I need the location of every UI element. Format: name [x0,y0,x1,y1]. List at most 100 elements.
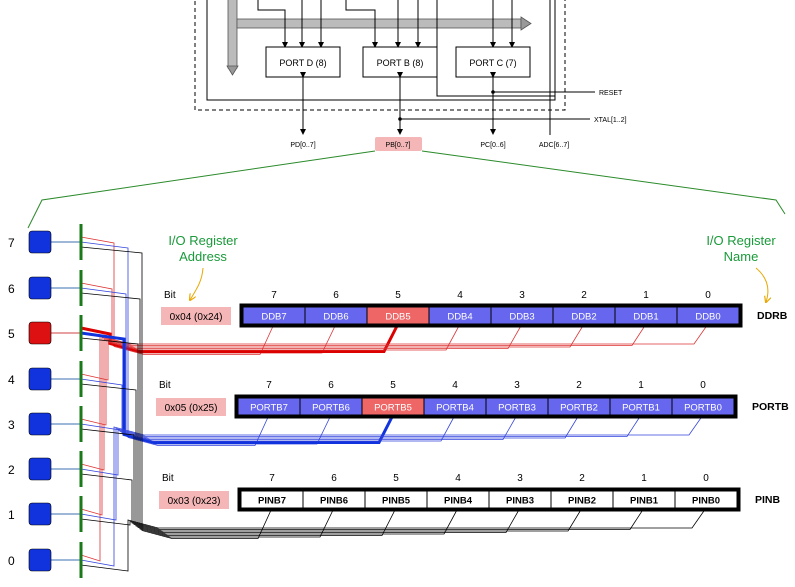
bit-number-portb-0: 0 [700,380,706,391]
register-cell-label-ddb1: DDB1 [633,312,658,323]
register-cell-label-ddb4: DDB4 [447,312,472,323]
bit-number-ddrb-6: 6 [333,290,339,301]
port-c-box-label: PORT C (7) [469,58,516,68]
pin-number-3: 3 [8,418,15,432]
pin-number-0: 0 [8,554,15,568]
address-portb: 0x05 (0x25) [165,403,218,414]
bit-number-ddrb-4: 4 [457,290,463,301]
io-name-annotation-2: Name [724,249,759,264]
register-cell-label-ddb3: DDB3 [509,312,534,323]
pb-pins-highlight [375,137,422,151]
address-pinb: 0x03 (0x23) [168,496,221,507]
pin-4-indicator [28,367,52,391]
address-box-pinb [159,491,229,509]
io-address-annotation-2: Address [179,249,227,264]
port-d-box-label: PORT D (8) [279,58,326,68]
wire-pinb-bit7 [80,246,273,539]
pin-7-indicator [28,230,52,254]
bit-number-ddrb-7: 7 [271,290,277,301]
bit-number-ddrb-0: 0 [705,290,711,301]
bit-number-pinb-2: 2 [579,473,585,484]
register-annotations: I/O Register Address I/O Register Name [168,233,776,302]
register-name-ddrb: DDRB [757,310,788,322]
bit-number-portb-1: 1 [638,380,644,391]
mcu-block-diagram: PORT D (8) PORT B (8) PORT C (7) RESET X… [194,0,627,151]
wire-ddrb-bit7 [80,236,275,355]
bit-number-pinb-5: 5 [393,473,399,484]
bit-wiring [80,236,709,572]
register-cell-portb0 [671,397,735,416]
bit-number-ddrb-3: 3 [519,290,525,301]
register-cell-label-pinb1: PINB1 [630,496,659,507]
pin-number-2: 2 [8,463,15,477]
pin-3-indicator [28,412,52,436]
bit-number-ddrb-2: 2 [581,290,587,301]
pin-number-1: 1 [8,508,15,522]
pin-number-6: 6 [8,282,15,296]
bit-number-ddrb-5: 5 [395,290,401,301]
wire-portb-bit0 [80,414,704,567]
register-cell-label-portb5: PORTB5 [374,403,412,414]
address-annotation-arrow [190,267,204,300]
address-box-ddrb [161,307,231,325]
bit-number-portb-5: 5 [390,380,396,391]
register-cell-label-pinb2: PINB2 [568,496,596,507]
register-cell-label-ddb6: DDB6 [323,312,348,323]
xtal-label: XTAL[1..2] [594,117,627,124]
pin-5-indicator [28,321,52,345]
pin-1-indicator [28,502,52,526]
bit-number-portb-4: 4 [452,380,458,391]
register-cell-label-portb6: PORTB6 [312,403,350,414]
address-ddrb: 0x04 (0x24) [170,312,223,323]
register-cell-label-portb0: PORTB0 [684,403,722,414]
pin-6-indicator [28,276,52,300]
register-cell-label-portb4: PORTB4 [436,403,474,414]
register-cell-label-pinb3: PINB3 [506,496,534,507]
bit-number-portb-3: 3 [514,380,520,391]
bit-label-pinb: Bit [162,473,174,484]
bit-number-pinb-1: 1 [641,473,647,484]
register-cell-label-portb3: PORTB3 [498,403,536,414]
address-box-portb [156,398,226,416]
register-cell-label-ddb2: DDB2 [571,312,596,323]
wire-pinb-bit1 [80,507,645,530]
register-cell-label-pinb7: PINB7 [258,496,286,507]
bit-number-pinb-4: 4 [455,473,461,484]
register-name-portb: PORTB [752,401,789,413]
register-cell-label-ddb7: DDB7 [261,312,286,323]
wire-portb-bit3 [80,414,518,440]
bit-number-ddrb-1: 1 [643,290,649,301]
pin-number-4: 4 [8,373,15,387]
bit-number-pinb-0: 0 [703,473,709,484]
io-name-annotation-1: I/O Register [706,233,776,248]
bit-number-pinb-7: 7 [269,473,275,484]
bit-label-ddrb: Bit [164,290,176,301]
bit-number-portb-7: 7 [266,380,272,391]
bit-number-portb-6: 6 [328,380,334,391]
wire-pinb-bit3 [80,428,521,533]
wire-pinb-bit0 [80,507,707,572]
port-b-box-label: PORT B (8) [377,58,424,68]
pin-0-indicator [28,548,52,572]
register-cell-label-pinb4: PINB4 [444,496,473,507]
register-cell-label-portb1: PORTB1 [622,403,660,414]
wire-ddrb-bit0 [80,323,709,562]
register-cell-label-pinb5: PINB5 [382,496,411,507]
bit-number-portb-2: 2 [576,380,582,391]
register-name-pinb: PINB [755,494,781,506]
wire-pinb-bit2 [80,473,583,532]
register-cell-label-pinb6: PINB6 [320,496,348,507]
register-frame-portb [234,394,738,419]
register-frame-ddrb [239,303,743,328]
wire-portb-bit2 [80,414,580,476]
register-cell-label-portb2: PORTB2 [560,403,598,414]
register-cell-ddb0 [676,306,740,325]
pb-pins-label: PB[0..7] [386,142,411,149]
reset-label: RESET [599,90,623,97]
bit-number-pinb-6: 6 [331,473,337,484]
register-cell-label-portb7: PORTB7 [250,403,288,414]
pin-number-7: 7 [8,236,15,250]
